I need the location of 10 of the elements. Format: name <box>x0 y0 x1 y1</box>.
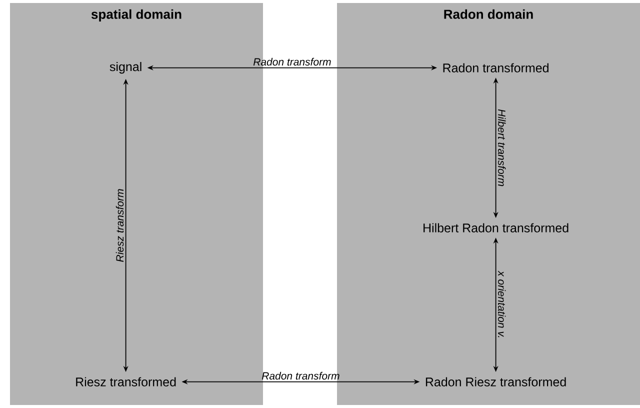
edge-label: Hilbert transform <box>498 109 506 186</box>
node-label: signal <box>110 62 142 74</box>
node-label: Hilbert Radon transformed <box>424 223 568 232</box>
edge-label: Radon transform <box>262 372 340 380</box>
node-label: Radon Riesz transformed <box>426 377 566 386</box>
node-label: Riesz transformed <box>76 377 176 386</box>
node-label: Radon transformed <box>443 63 548 72</box>
edge-label: Radon transform <box>253 58 331 66</box>
edge-label: Riesz transform <box>116 189 124 262</box>
edge-label: x orientation v. <box>498 270 506 338</box>
